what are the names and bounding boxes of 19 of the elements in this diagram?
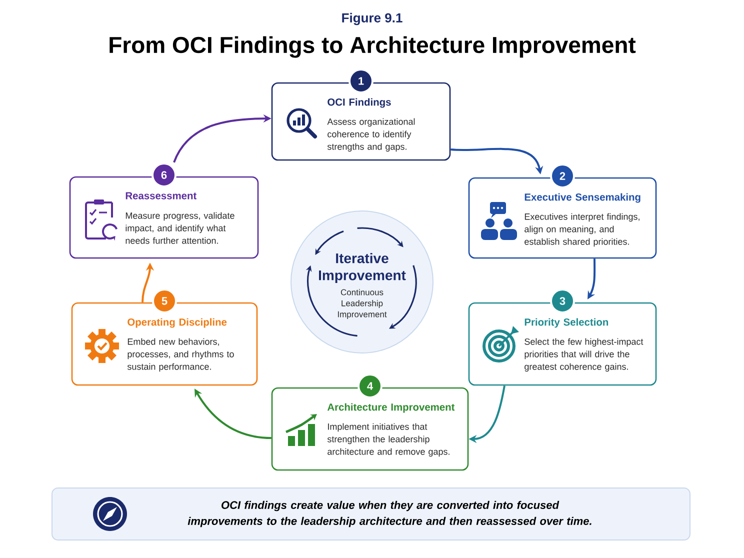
step-description: Measure progress, validate impact, and identify what needs further attention. <box>126 212 234 244</box>
step-description: Executives interpret findings, align on meaning, and establish shared priorities. <box>524 213 640 247</box>
title: From OCI Findings to Architecture Improvement <box>110 36 636 58</box>
step-title: Reassessment <box>126 192 197 200</box>
step-title: OCI Findings <box>328 98 391 108</box>
figure-number: Figure 9.1 <box>342 12 402 26</box>
step-description: Implement initiatives that strengthen the leadership architecture and remove gaps. <box>327 423 450 457</box>
step-description: Assess organizational coherence to identify strengths and gaps. <box>327 118 415 152</box>
summary-text: OCI findings create value when they are converted into focused improvements to the leadership architecture and then reassessed over time. <box>188 500 592 528</box>
step-title: Operating Discipline <box>128 318 227 328</box>
step-description: Select the few highest-impact priorities that will drive the greatest coherence gains. <box>524 338 644 372</box>
center-circle <box>290 210 434 354</box>
step-title: Executive Sensemaking <box>524 193 640 203</box>
step-title: Architecture Improvement <box>327 403 455 413</box>
summary-box <box>52 488 690 540</box>
step-description: Embed new behaviors, processes, and rhythms to sustain performance. <box>127 338 234 372</box>
cycle-subtitle: Continuous Leadership Improvement <box>338 289 387 319</box>
step-title: Priority Selection <box>524 318 608 328</box>
cycle-title: Iterative Improvement <box>319 252 406 284</box>
